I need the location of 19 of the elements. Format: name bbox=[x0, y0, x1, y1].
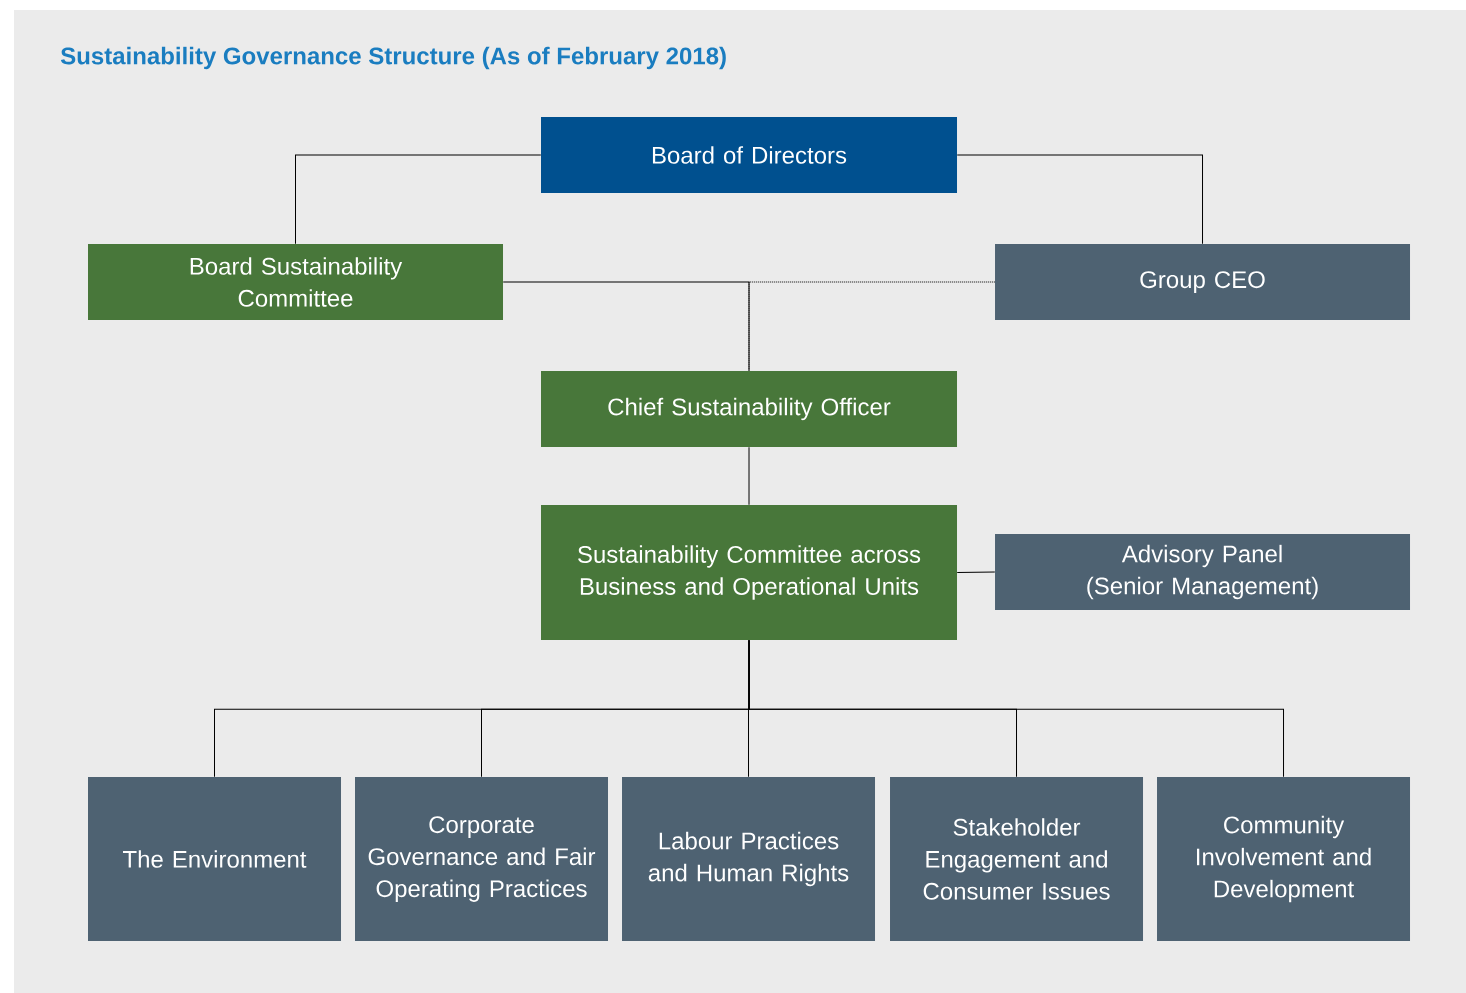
committee-box: Sustainability Committee across Business and Operational Units bbox=[541, 505, 957, 640]
connector-line bbox=[295, 154, 542, 245]
title: Sustainability Governance Structure (As of February 2018) bbox=[60, 46, 726, 70]
topic-box: Community Involvement and Development bbox=[1157, 777, 1410, 941]
officer-box: Chief Sustainability Officer bbox=[541, 371, 957, 447]
topic-box: Corporate Governance and Fair Operating Practices bbox=[355, 777, 608, 941]
connector-line bbox=[956, 571, 996, 573]
executive-box: Group CEO bbox=[995, 244, 1410, 320]
panel-box: Advisory Panel (Senior Management) bbox=[995, 534, 1410, 610]
topic-box: Stakeholder Engagement and Consumer Issues bbox=[890, 777, 1143, 941]
connector-line bbox=[956, 154, 1203, 245]
topic-box: Labour Practices and Human Rights bbox=[622, 777, 875, 941]
connector-line bbox=[748, 639, 1284, 778]
dotted-connector bbox=[748, 281, 996, 372]
connector-line bbox=[502, 281, 750, 372]
connector-line bbox=[748, 446, 750, 506]
board-box: Board of Directors bbox=[541, 117, 957, 193]
committee-box: Board Sustainability Committee bbox=[88, 244, 503, 320]
topic-box: The Environment bbox=[88, 777, 341, 941]
